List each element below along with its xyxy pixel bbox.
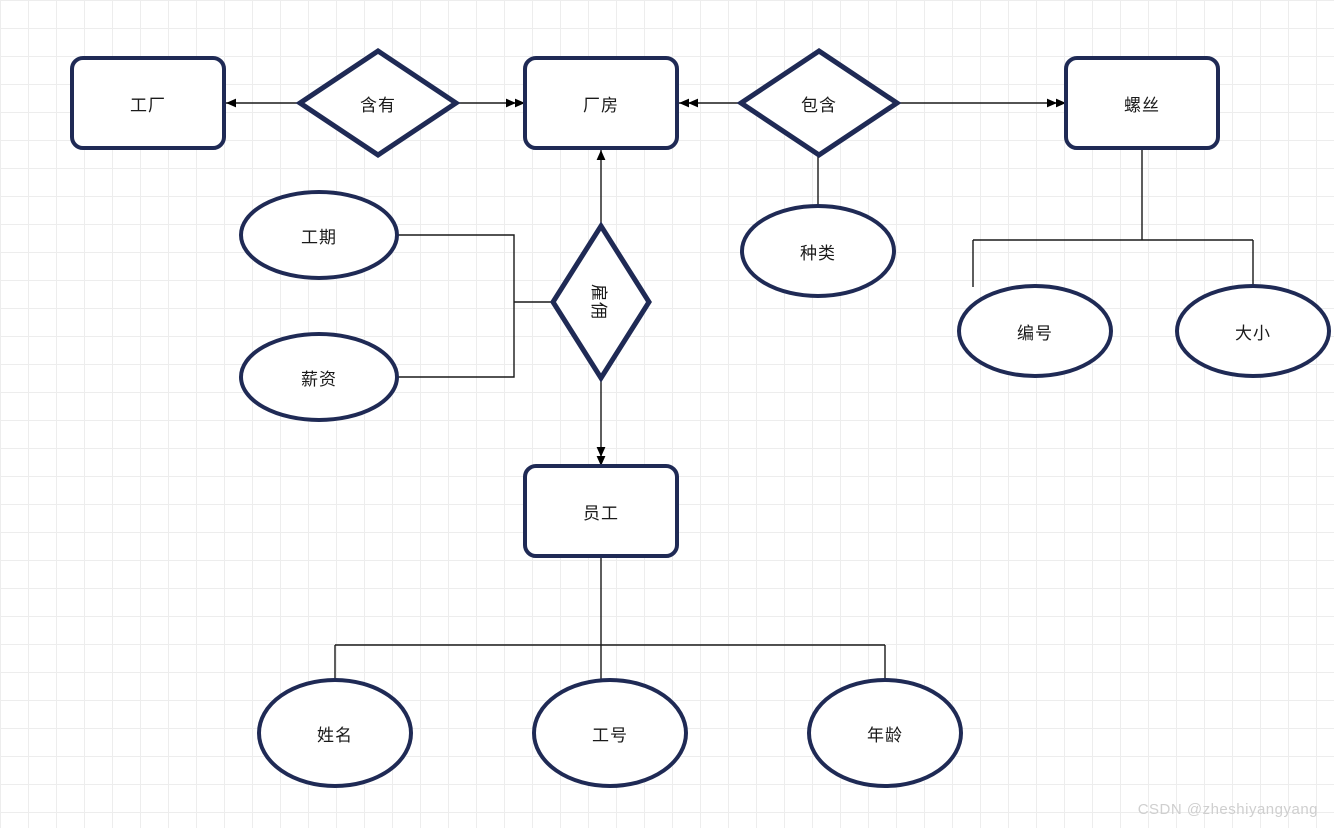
attribute-salary[interactable]: [239, 332, 399, 422]
entity-factory[interactable]: [70, 56, 226, 150]
connector-screw-attributes: [972, 148, 1254, 287]
attribute-emp-no[interactable]: [532, 678, 688, 788]
entity-employee[interactable]: [523, 464, 679, 558]
relationship-employs[interactable]: [550, 221, 652, 383]
entity-screw[interactable]: [1064, 56, 1220, 150]
relationship-includes[interactable]: [736, 47, 902, 159]
attribute-age[interactable]: [807, 678, 963, 788]
attribute-number[interactable]: [957, 284, 1113, 378]
attribute-name[interactable]: [257, 678, 413, 788]
relationship-contains[interactable]: [295, 47, 461, 159]
attribute-category[interactable]: [740, 204, 896, 298]
entity-workshop[interactable]: [523, 56, 679, 150]
connector-employee-attributes: [334, 556, 886, 683]
attribute-duration[interactable]: [239, 190, 399, 280]
connector-employs-attributes: [397, 234, 553, 378]
attribute-size[interactable]: [1175, 284, 1331, 378]
watermark: CSDN @zheshiyangyang: [1137, 801, 1318, 818]
